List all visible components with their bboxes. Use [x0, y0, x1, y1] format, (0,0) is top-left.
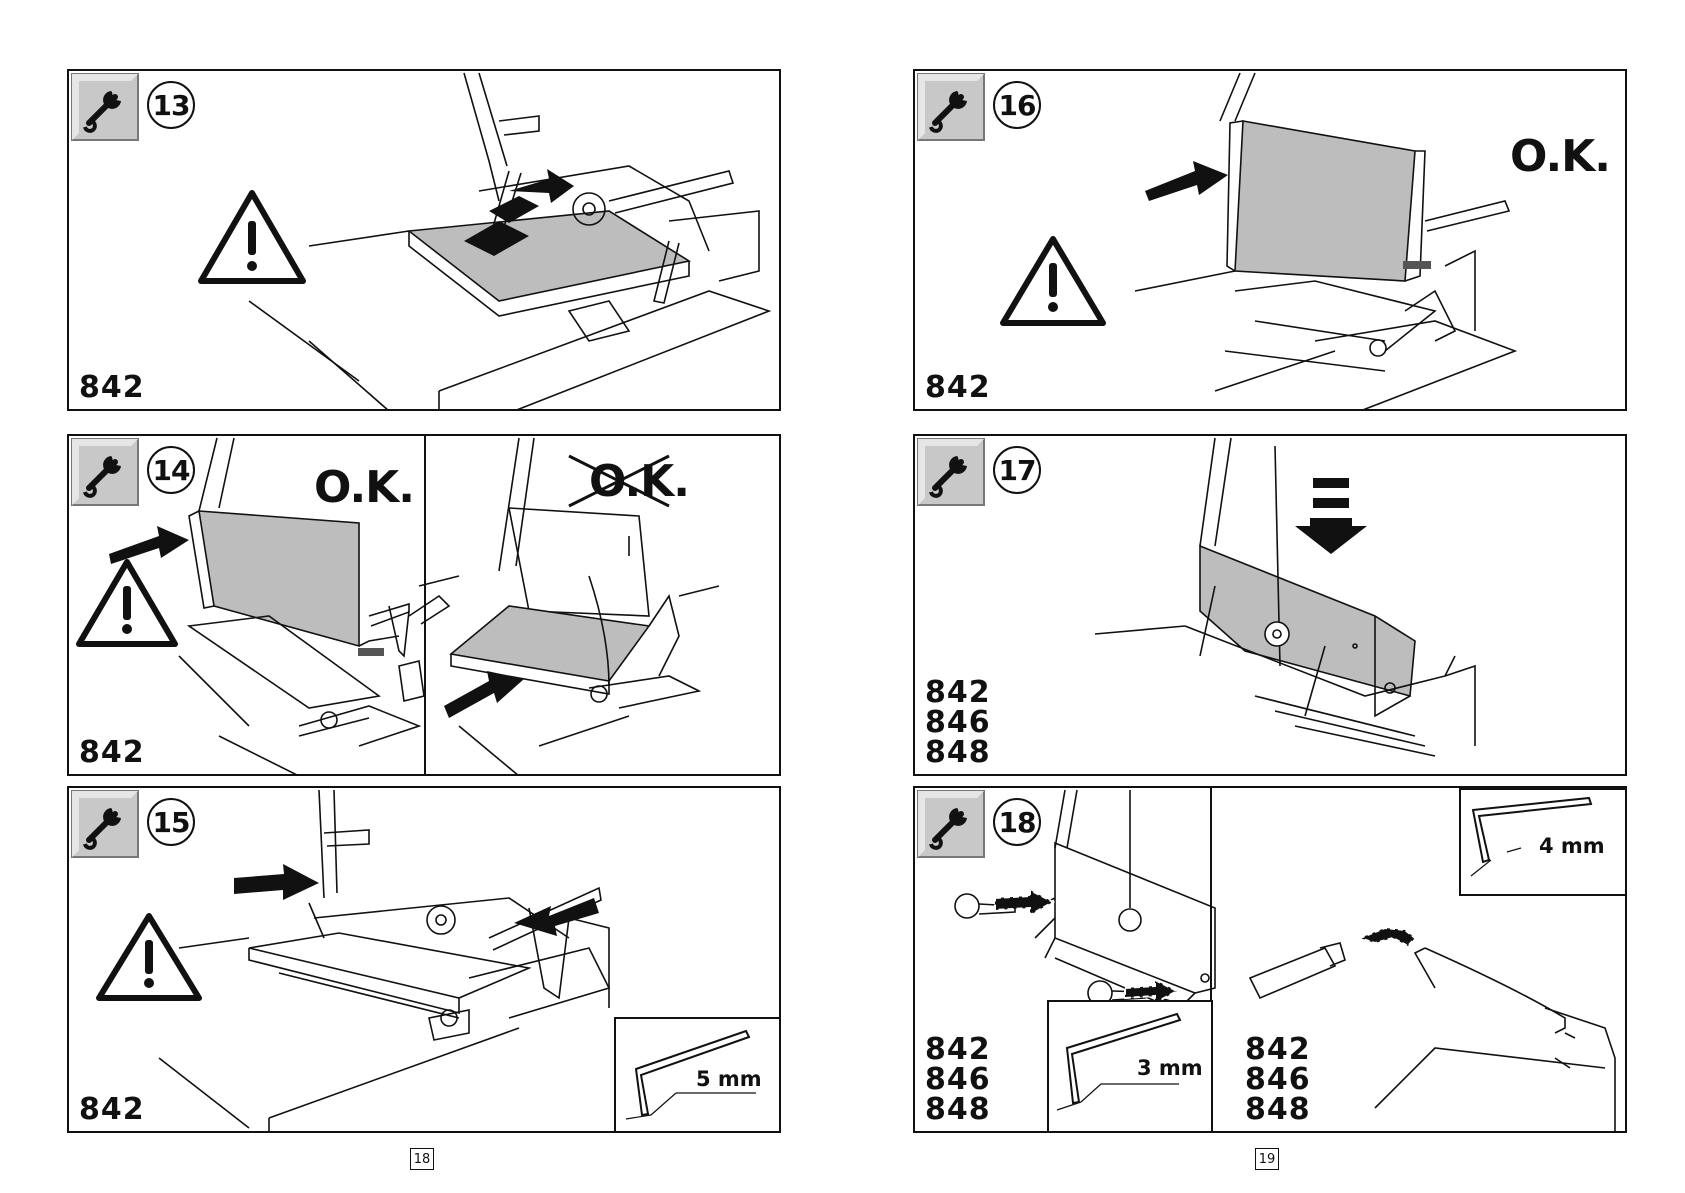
step-number: 18	[993, 798, 1041, 846]
model-numbers-a: 842 846 848	[925, 1035, 991, 1125]
wrench-icon	[917, 790, 985, 858]
step-17-panel: 17 842 846 848	[913, 434, 1627, 776]
warning-triangle-icon	[201, 193, 303, 281]
step-15-panel: 5 mm 15 842	[67, 786, 781, 1133]
ok-label: O.K.	[314, 462, 414, 513]
allen-key-inset: 5 mm	[614, 1017, 781, 1133]
model-numbers-b: 842 846 848	[1245, 1035, 1311, 1125]
wrench-icon	[917, 438, 985, 506]
step-number: 13	[147, 81, 195, 129]
wrench-icon	[71, 790, 139, 858]
wrench-size: 4 mm	[1539, 834, 1605, 858]
model-numbers: 842	[79, 373, 145, 403]
model-numbers: 842	[79, 738, 145, 768]
allen-key-inset-a: 3 mm	[1047, 1000, 1213, 1133]
step-number: 16	[993, 81, 1041, 129]
model-numbers: 842	[79, 1095, 145, 1125]
wrench-icon	[71, 73, 139, 141]
wrench-icon	[71, 438, 139, 506]
not-ok-label: O.K.	[589, 456, 689, 507]
wrench-size: 5 mm	[696, 1067, 762, 1091]
model-numbers: 842 846 848	[925, 678, 991, 768]
step-13-panel: 13 842	[67, 69, 781, 411]
model-numbers: 842	[925, 373, 991, 403]
warning-triangle-icon	[99, 916, 199, 998]
allen-key-inset-b: 4 mm	[1459, 788, 1627, 896]
page-number-right: 19	[1255, 1148, 1279, 1170]
step-16-panel: O.K. 16 842	[913, 69, 1627, 411]
step-14-panel: O.K. O.K. 14 842	[67, 434, 781, 776]
step-18-panel: 3 mm 4 mm 18 842 846 848 842 846 848	[913, 786, 1627, 1133]
step-number: 15	[147, 798, 195, 846]
step-number: 17	[993, 446, 1041, 494]
warning-triangle-icon	[1003, 239, 1103, 323]
wrench-icon	[917, 73, 985, 141]
page-number-left: 18	[410, 1148, 434, 1170]
step-number: 14	[147, 446, 195, 494]
panel-divider	[424, 436, 426, 774]
ok-label: O.K.	[1510, 131, 1610, 182]
warning-triangle-icon	[79, 562, 175, 644]
wrench-size: 3 mm	[1137, 1056, 1203, 1080]
